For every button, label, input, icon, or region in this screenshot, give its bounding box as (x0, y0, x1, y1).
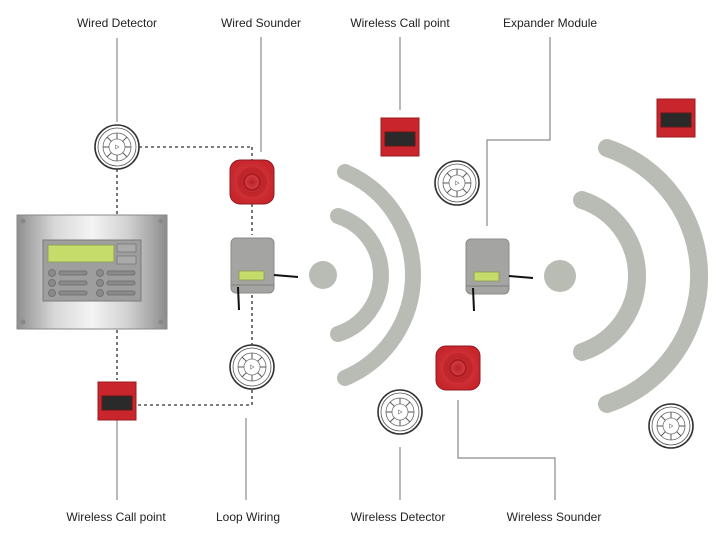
wired-detector (94, 124, 140, 170)
label-wireless-detector: Wireless Detector (350, 510, 446, 524)
leader-lines (116, 37, 556, 500)
label-expander-module: Expander Module (502, 16, 598, 30)
label-wired-detector: Wired Detector (76, 16, 158, 30)
label-wired-sounder: Wired Sounder (220, 16, 302, 30)
wireless-detector (377, 389, 423, 435)
signal-wave-inner (573, 191, 646, 361)
loop-wiring (116, 146, 253, 406)
label-wireless-sounder: Wireless Sounder (506, 510, 602, 524)
panel-lcd-display (47, 244, 115, 263)
signal-source-dot (309, 261, 337, 289)
wireless-call-point-bottom (97, 381, 137, 421)
leader-wireless-sounder (457, 400, 556, 500)
wireless-detector-top (434, 160, 480, 206)
loop-detector (229, 344, 275, 390)
label-loop-wiring: Loop Wiring (215, 510, 281, 524)
wireless-sounder (435, 345, 481, 391)
wired-expander-module (230, 237, 299, 311)
label-wireless-call-point-top: Wireless Call point (350, 16, 450, 30)
wireless-signal-waves-2 (544, 139, 709, 413)
leader-expander-module (486, 37, 551, 226)
wireless-detector-far (648, 403, 694, 449)
signal-wave-outer (598, 139, 709, 413)
signal-source-dot (544, 260, 576, 292)
signal-wave-inner (330, 208, 389, 342)
wireless-signal-waves-1 (309, 164, 422, 386)
control-panel (16, 214, 168, 330)
signal-wave-outer (337, 164, 422, 386)
wired-sounder (229, 159, 275, 205)
expander-module (465, 238, 534, 312)
label-wireless-call-point-bottom: Wireless Call point (66, 510, 166, 524)
wireless-call-point-top (380, 117, 420, 157)
wireless-call-point-far (656, 98, 696, 138)
